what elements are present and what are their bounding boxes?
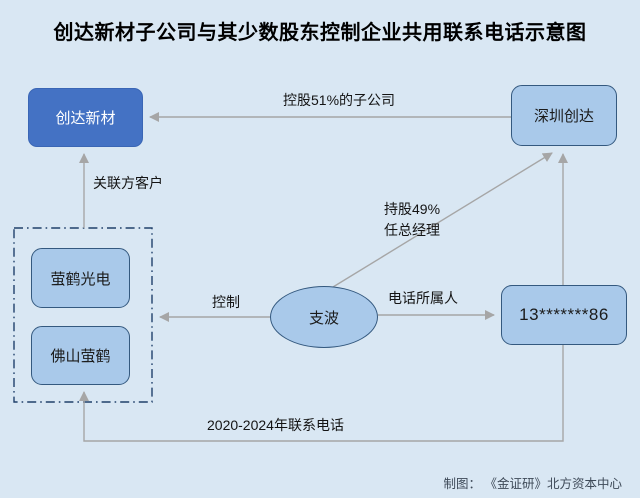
edge-label-control: 控制 <box>212 294 240 310</box>
node-zhibo-person: 支波 <box>270 286 378 348</box>
node-yinghe-optoelectronics-label: 萤鹤光电 <box>50 270 111 288</box>
edge-label-holding-51: 控股51%的子公司 <box>283 92 396 108</box>
diagram-title: 创达新材子公司与其少数股东控制企业共用联系电话示意图 <box>53 22 587 44</box>
minority-group-dashed-border <box>13 227 153 403</box>
credit-line: 制图： 《金证研》北方资本中心 <box>443 477 622 491</box>
node-foshan-yinghe-label: 佛山萤鹤 <box>50 348 111 365</box>
node-zhibo-person-label: 支波 <box>308 309 339 327</box>
node-phone-number-label: 13*******86 <box>519 305 609 324</box>
node-foshan-yinghe: 佛山萤鹤 <box>31 326 130 385</box>
node-shenzhen-chuangda-label: 深圳创达 <box>533 108 594 125</box>
edge-label-phone-owner: 电话所属人 <box>388 290 458 306</box>
edge-label-general-manager: 任总经理 <box>384 222 440 238</box>
node-shenzhen-chuangda: 深圳创达 <box>511 85 617 146</box>
edge-label-contact-phone-period: 2020-2024年联系电话 <box>207 417 344 433</box>
node-chuangda-xincai-label: 创达新材 <box>55 110 116 127</box>
arrow-stake-49 <box>332 152 553 288</box>
node-yinghe-optoelectronics: 萤鹤光电 <box>31 248 130 308</box>
arrow-contact-phone-period <box>79 345 564 442</box>
edge-label-hold-49: 持股49% <box>384 201 441 217</box>
edge-label-related-party-customer: 关联方客户 <box>93 175 163 191</box>
node-chuangda-xincai: 创达新材 <box>28 88 143 147</box>
node-phone-number: 13*******86 <box>501 285 627 345</box>
